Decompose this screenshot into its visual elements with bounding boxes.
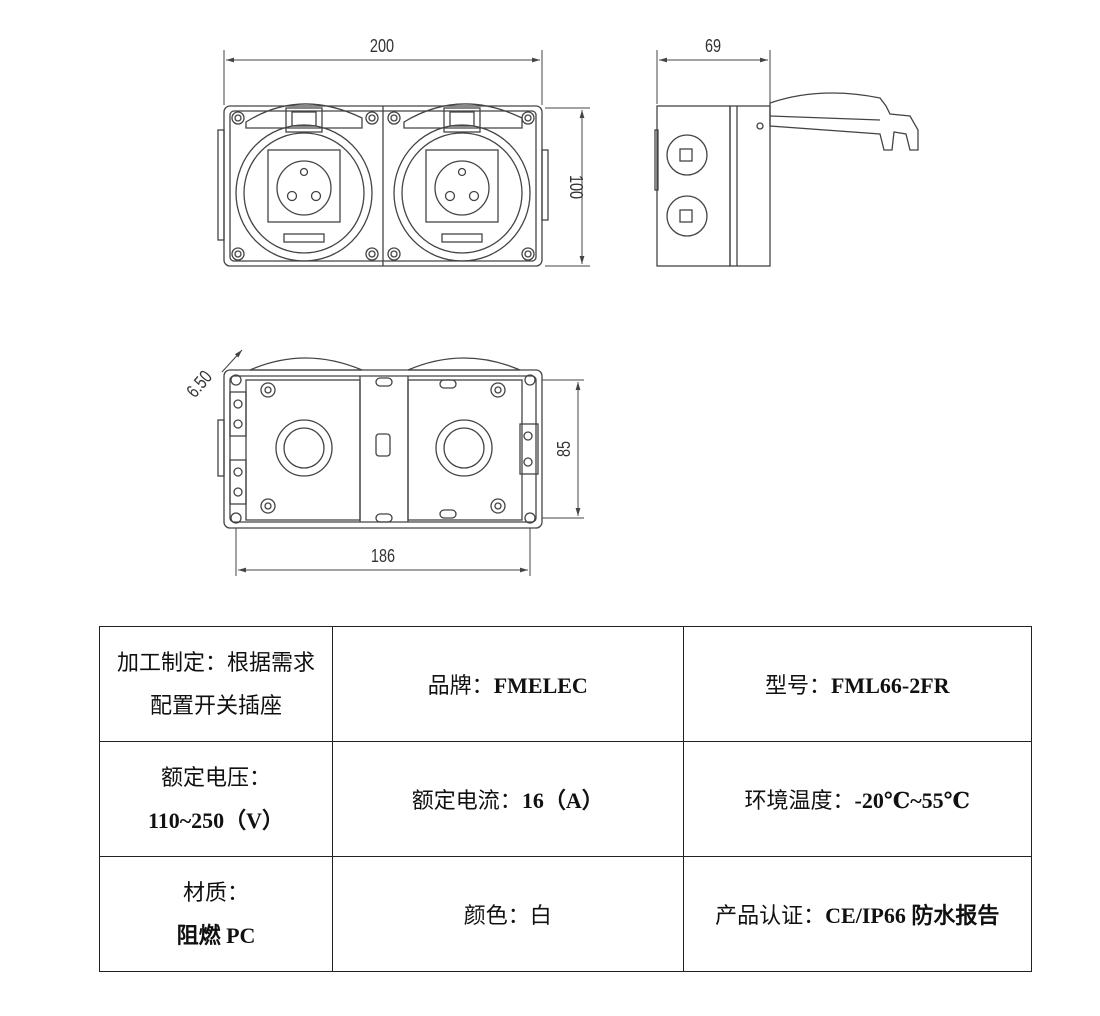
spec-cell-customization: 加工制定：根据需求配置开关插座: [99, 626, 333, 742]
spec-value: -20℃~55℃: [854, 788, 971, 813]
spec-label: 型号：: [764, 673, 831, 698]
back-width-label: 186: [371, 545, 395, 566]
front-width-label: 200: [370, 35, 394, 56]
back-corner-label: 6.50: [182, 366, 216, 401]
spec-label: 额定电流：: [411, 788, 522, 813]
spec-cell-brand: 品牌：FMELEC: [332, 626, 684, 742]
spec-value: 110~250（V）: [147, 808, 285, 833]
spec-cell-certification: 产品认证：CE/IP66 防水报告: [682, 856, 1032, 972]
spec-value: 16（A）: [521, 788, 604, 813]
front-socket-left: [231, 103, 379, 262]
spec-value: 白: [529, 903, 552, 928]
spec-table: 加工制定：根据需求配置开关插座 品牌：FMELEC 型号：FML66-2FR 额…: [99, 626, 1032, 972]
spec-label: 颜色：: [463, 903, 530, 928]
back-view: [217, 349, 584, 576]
spec-label: 品牌：: [427, 673, 494, 698]
front-view: [217, 50, 590, 267]
side-depth-label: 69: [705, 35, 721, 56]
spec-row: 加工制定：根据需求配置开关插座 品牌：FMELEC 型号：FML66-2FR: [99, 626, 1032, 742]
spec-cell-material: 材质： 阻燃 PC: [99, 856, 333, 972]
spec-label: 环境温度：: [744, 788, 855, 813]
spec-cell-color: 颜色：白: [332, 856, 684, 972]
spec-row: 额定电压： 110~250（V） 额定电流：16（A） 环境温度：-20℃~55℃: [99, 741, 1032, 857]
spec-cell-ambient-temp: 环境温度：-20℃~55℃: [682, 741, 1032, 857]
spec-cell-rated-current: 额定电流：16（A）: [332, 741, 684, 857]
front-socket-right: [387, 103, 535, 262]
back-height-label: 85: [553, 441, 574, 457]
spec-value: FMELEC: [493, 673, 588, 698]
spec-cell-rated-voltage: 额定电压： 110~250（V）: [99, 741, 333, 857]
spec-cell-model: 型号：FML66-2FR: [682, 626, 1032, 742]
back-corner-dim-line: [221, 349, 243, 373]
spec-label: 材质：: [182, 880, 249, 905]
spec-value: 阻燃 PC: [176, 923, 256, 948]
spec-row: 材质： 阻燃 PC 颜色：白 产品认证：CE/IP66 防水报告: [99, 856, 1032, 972]
spec-label: 产品认证：: [715, 903, 826, 928]
technical-drawing: 200 100 69: [182, 35, 919, 576]
spec-value: FML66-2FR: [830, 673, 950, 698]
spec-label: 加工制定：根据需求配置开关插座: [116, 650, 315, 718]
side-view: [654, 50, 919, 267]
spec-value: CE/IP66 防水报告: [825, 903, 1000, 928]
front-height-label: 100: [566, 175, 587, 199]
spec-label: 额定电压：: [160, 765, 271, 790]
